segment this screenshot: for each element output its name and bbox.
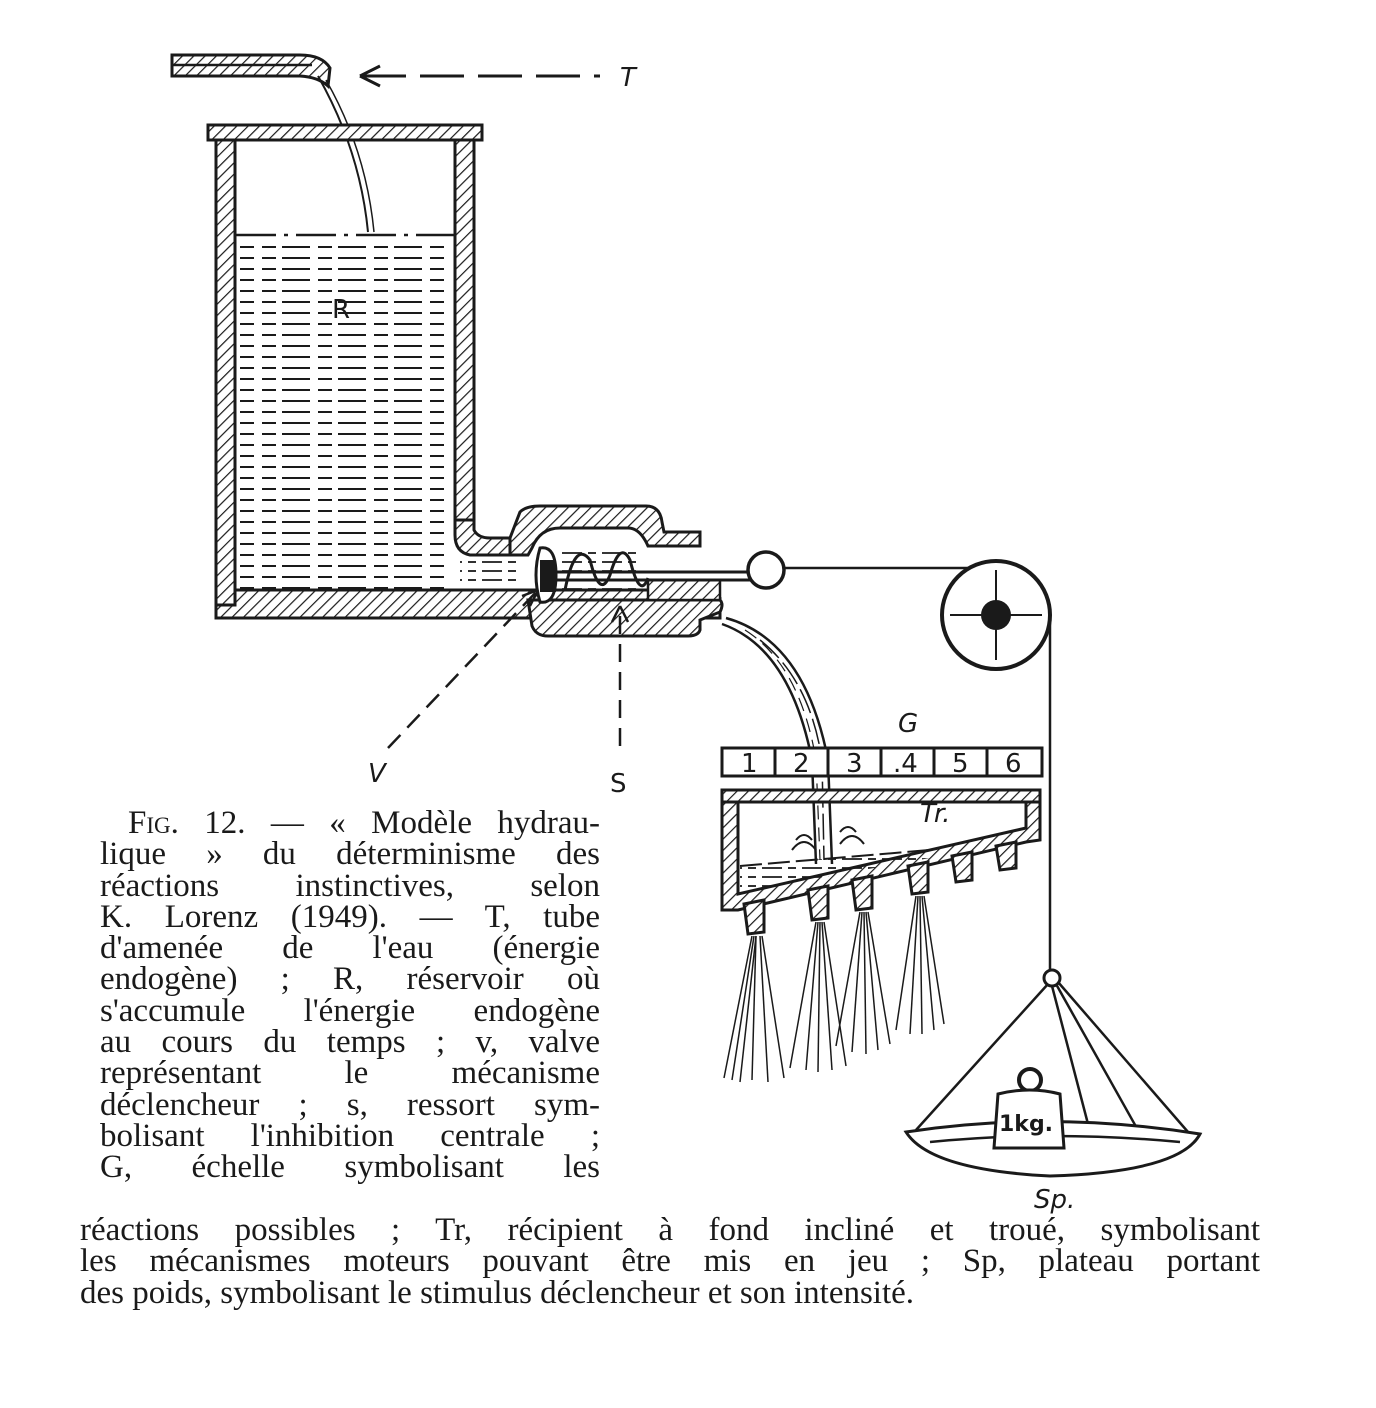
- weight-1kg: 1kg.: [992, 1067, 1066, 1150]
- caption-line: lique » du déterminisme des: [100, 836, 600, 873]
- scale-cell-5: 5: [952, 749, 969, 779]
- spring-pointer: [610, 605, 630, 746]
- jets: [723, 895, 945, 1083]
- label-spring-s: S: [610, 769, 627, 799]
- caption-line: d'amenée de l'eau (énergie: [100, 930, 600, 967]
- caption-line: représentant le mécanisme: [100, 1055, 600, 1092]
- trough: [720, 788, 1042, 936]
- caption-line: déclencheur ; s, ressort sym-: [100, 1086, 600, 1123]
- caption-line: les mécanismes moteurs pouvant être mis …: [80, 1243, 1260, 1280]
- scale-bar: 1 2 3 .4 5 6: [720, 746, 1044, 779]
- caption-line: au cours du temps ; v, valve: [100, 1024, 600, 1061]
- figure-number: Fig. 12.: [128, 805, 246, 841]
- caption-line: s'accumule l'énergie endogène: [100, 992, 600, 1029]
- inlet-arrow: [359, 64, 600, 88]
- caption-line: bolisant l'inhibition centrale ;: [100, 1117, 600, 1154]
- label-reservoir-r: R: [332, 295, 350, 325]
- label-scale-g: G: [898, 709, 918, 739]
- caption-line: des poids, symbolisant le stimulus décle…: [80, 1274, 915, 1311]
- pulley: [940, 559, 1052, 671]
- scale-cell-6: 6: [1005, 749, 1022, 779]
- valve-pointer: [387, 588, 540, 749]
- label-valve-v: V: [368, 759, 388, 789]
- caption-line: K. Lorenz (1949). — T, tube: [100, 898, 600, 935]
- scale-cell-1: 1: [741, 749, 758, 779]
- label-trough-tr: Tr.: [920, 799, 950, 829]
- caption-full-width: réactions possibles ; Tr, récipient à fo…: [80, 1212, 1260, 1311]
- weight-label: 1kg.: [999, 1112, 1053, 1137]
- caption-line: réactions possibles ; Tr, récipient à fo…: [80, 1212, 1260, 1248]
- caption-line: réactions instinctives, selon: [100, 867, 600, 904]
- scale-cell-2: 2: [793, 749, 810, 779]
- spring: [563, 551, 650, 591]
- valve-plug: [534, 546, 760, 604]
- reservoir-water: [236, 233, 520, 590]
- label-pan-sp: Sp.: [1034, 1185, 1075, 1215]
- caption-line: G, échelle symbolisant les: [100, 1149, 600, 1186]
- scale-cell-3: 3: [846, 749, 863, 779]
- scale-cell-4: .4: [893, 749, 918, 779]
- inlet-tube: [170, 53, 375, 233]
- cord: [784, 566, 1052, 970]
- caption-left-column: Fig. 12. — « Modèle hydrau- lique » du d…: [100, 805, 600, 1186]
- trough-water: [739, 826, 931, 892]
- pulley-eye: [746, 550, 786, 590]
- label-tube-t: T: [620, 63, 638, 93]
- caption-line: endogène) ; R, réservoir où: [100, 961, 600, 998]
- caption-line: Fig. 12. — « Modèle hydrau-: [128, 805, 600, 841]
